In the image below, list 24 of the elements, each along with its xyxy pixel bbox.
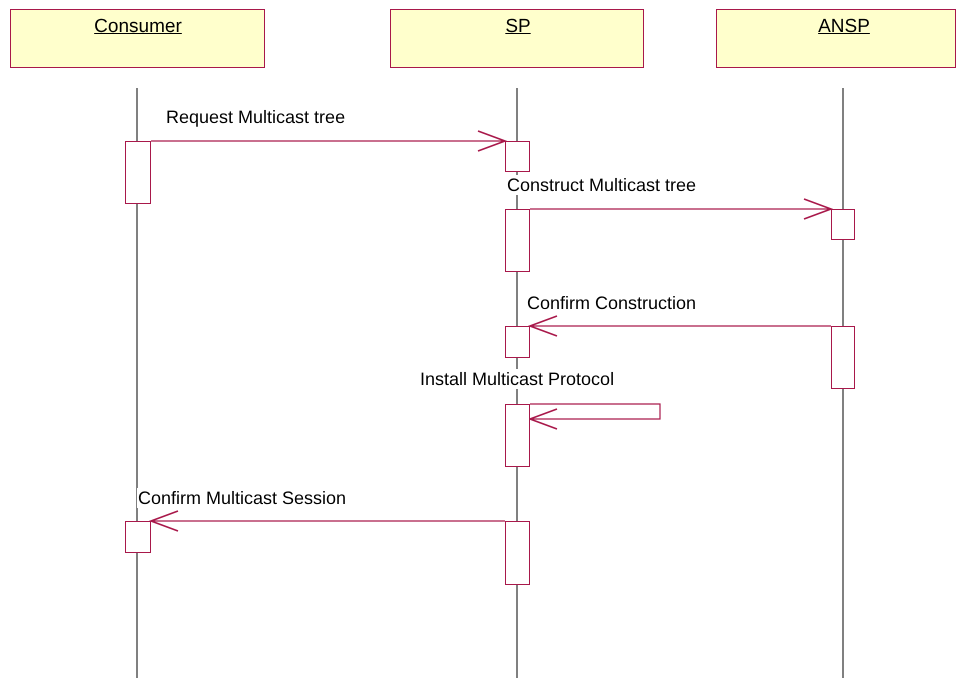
participant-name: SP (505, 16, 531, 38)
message-label: Request Multicast tree (165, 107, 346, 127)
activation-bar (505, 326, 530, 358)
message-arrow (530, 198, 832, 220)
message-arrow (529, 315, 831, 337)
message-label: Install Multicast Protocol (419, 369, 616, 389)
message-arrow (529, 403, 661, 430)
message-label: Construct Multicast tree (506, 175, 698, 195)
activation-bar (505, 209, 530, 272)
activation-bar (831, 326, 855, 389)
activation-bar (831, 209, 855, 240)
activation-bar (505, 521, 530, 585)
participant-name: ANSP (818, 16, 870, 38)
message-label: Confirm Multicast Session (137, 488, 348, 508)
participant-name: Consumer (94, 16, 182, 38)
activation-bar (125, 141, 151, 204)
activation-bar (125, 521, 151, 553)
activation-bar (505, 141, 530, 172)
lifeline-header (10, 9, 265, 68)
message-arrow (151, 130, 506, 152)
activation-bar (505, 404, 530, 467)
message-arrow (150, 510, 505, 532)
lifeline-header (390, 9, 644, 68)
lifeline-header (716, 9, 956, 68)
